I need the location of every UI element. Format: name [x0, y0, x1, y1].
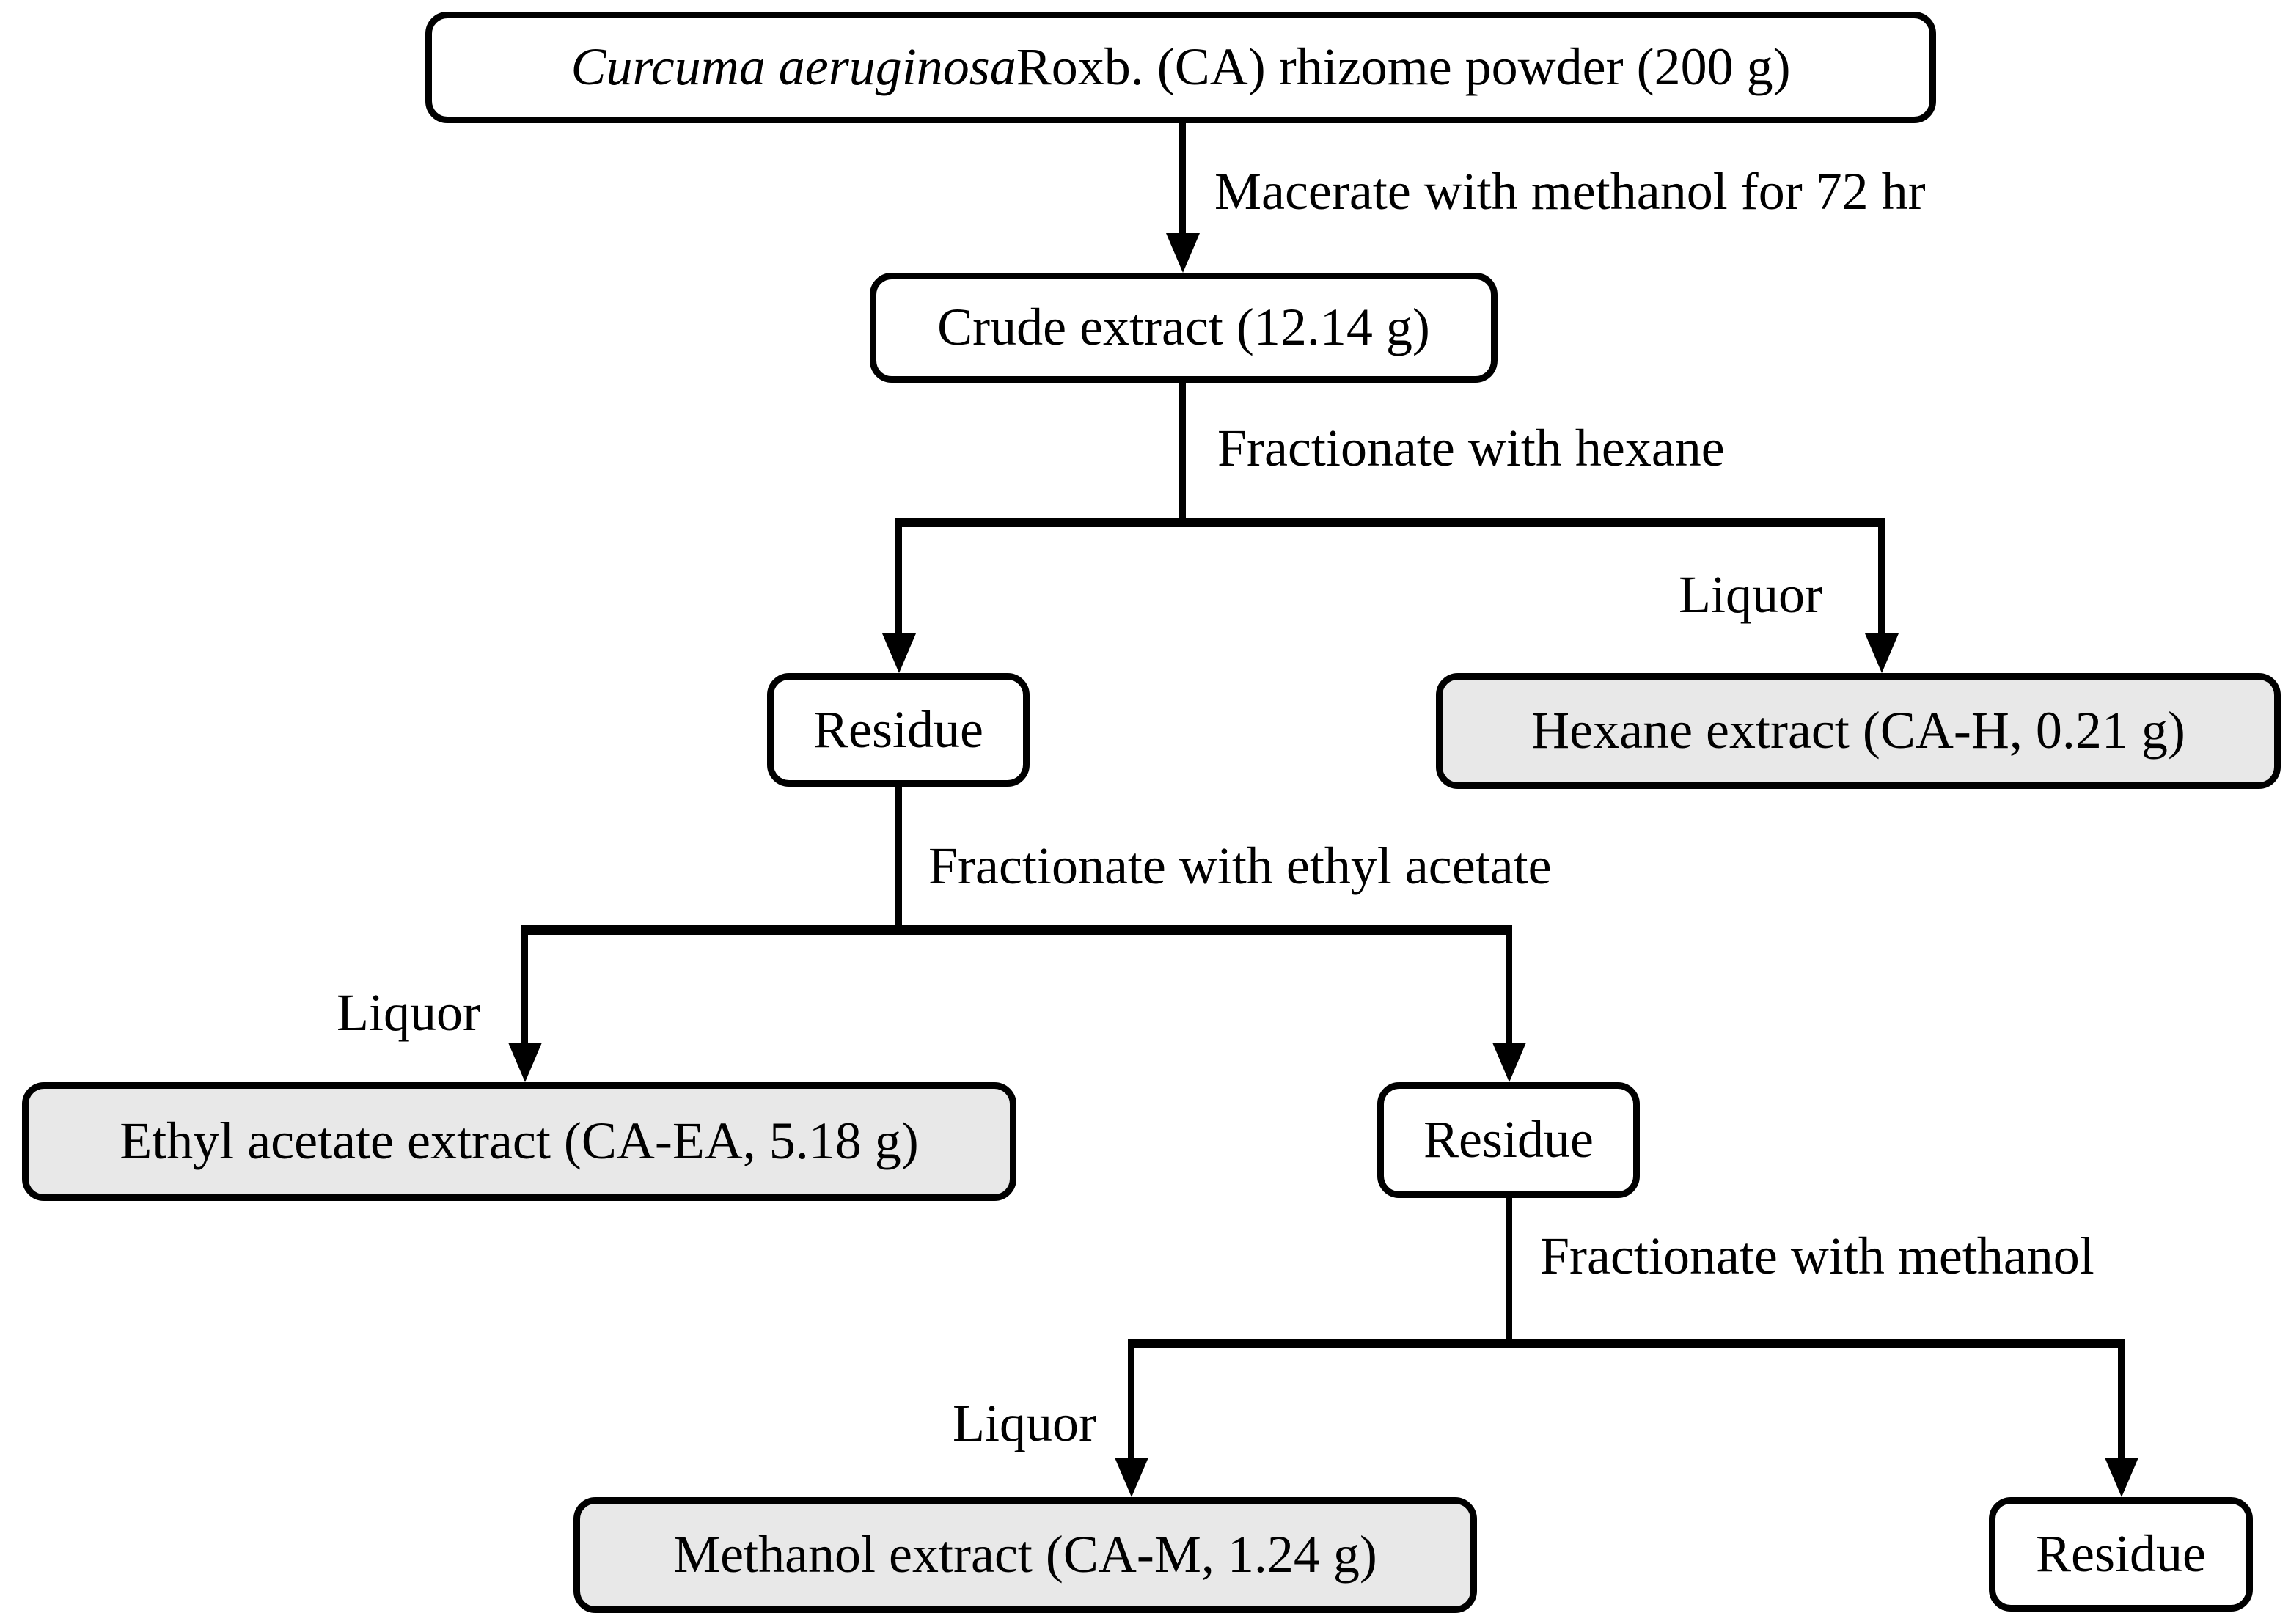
edge-label-liquor-methanol: Liquor — [953, 1394, 1096, 1452]
tee3-horizontal — [1128, 1339, 2125, 1348]
node-ethyl-acetate-extract: Ethyl acetate extract (CA-EA, 5.18 g) — [22, 1082, 1016, 1201]
connector-source-to-crude — [1179, 122, 1186, 242]
node-residue-2: Residue — [1377, 1082, 1640, 1198]
connector-residue1-to-tee2 — [895, 785, 902, 935]
tee2-horizontal — [521, 925, 1512, 935]
arrowhead-into-crude — [1166, 233, 1200, 273]
arrowhead-into-ethyl-acetate-extract — [508, 1043, 542, 1082]
edge-label-fractionate-methanol: Fractionate with methanol — [1540, 1227, 2094, 1285]
edge-label-fractionate-hexane: Fractionate with hexane — [1217, 419, 1725, 477]
node-crude-extract: Crude extract (12.14 g) — [870, 273, 1498, 383]
node-residue-1: Residue — [767, 673, 1030, 787]
tee1-left-drop — [895, 518, 902, 642]
node-residue-3: Residue — [1989, 1497, 2253, 1612]
rhizome-powder-label-rest: Roxb. (CA) rhizome powder (200 g) — [1016, 37, 1791, 97]
arrowhead-into-hexane-extract — [1865, 633, 1899, 673]
node-methanol-extract: Methanol extract (CA-M, 1.24 g) — [573, 1497, 1477, 1613]
edge-label-fractionate-ethyl-acetate: Fractionate with ethyl acetate — [928, 837, 1552, 895]
tee3-left-drop — [1128, 1339, 1134, 1465]
arrowhead-into-residue-2 — [1492, 1043, 1526, 1082]
species-name-italic: Curcuma aeruginosa — [571, 37, 1016, 97]
connector-crude-to-tee1 — [1179, 381, 1186, 525]
node-hexane-extract: Hexane extract (CA-H, 0.21 g) — [1436, 673, 2281, 789]
tee1-right-drop — [1878, 518, 1885, 642]
arrowhead-into-residue-3 — [2105, 1458, 2138, 1497]
tee2-left-drop — [521, 925, 528, 1050]
edge-label-liquor-ethyl-acetate: Liquor — [337, 983, 480, 1042]
connector-residue2-to-tee3 — [1506, 1194, 1512, 1346]
node-rhizome-powder: Curcuma aeruginosa Roxb. (CA) rhizome po… — [425, 12, 1936, 123]
tee3-right-drop — [2118, 1339, 2125, 1465]
tee1-horizontal — [895, 518, 1885, 527]
edge-label-macerate: Macerate with methanol for 72 hr — [1214, 162, 1926, 221]
arrowhead-into-residue-1 — [882, 633, 916, 673]
tee2-right-drop — [1506, 925, 1512, 1050]
edge-label-liquor-hexane: Liquor — [1679, 565, 1822, 624]
arrowhead-into-methanol-extract — [1115, 1458, 1148, 1497]
